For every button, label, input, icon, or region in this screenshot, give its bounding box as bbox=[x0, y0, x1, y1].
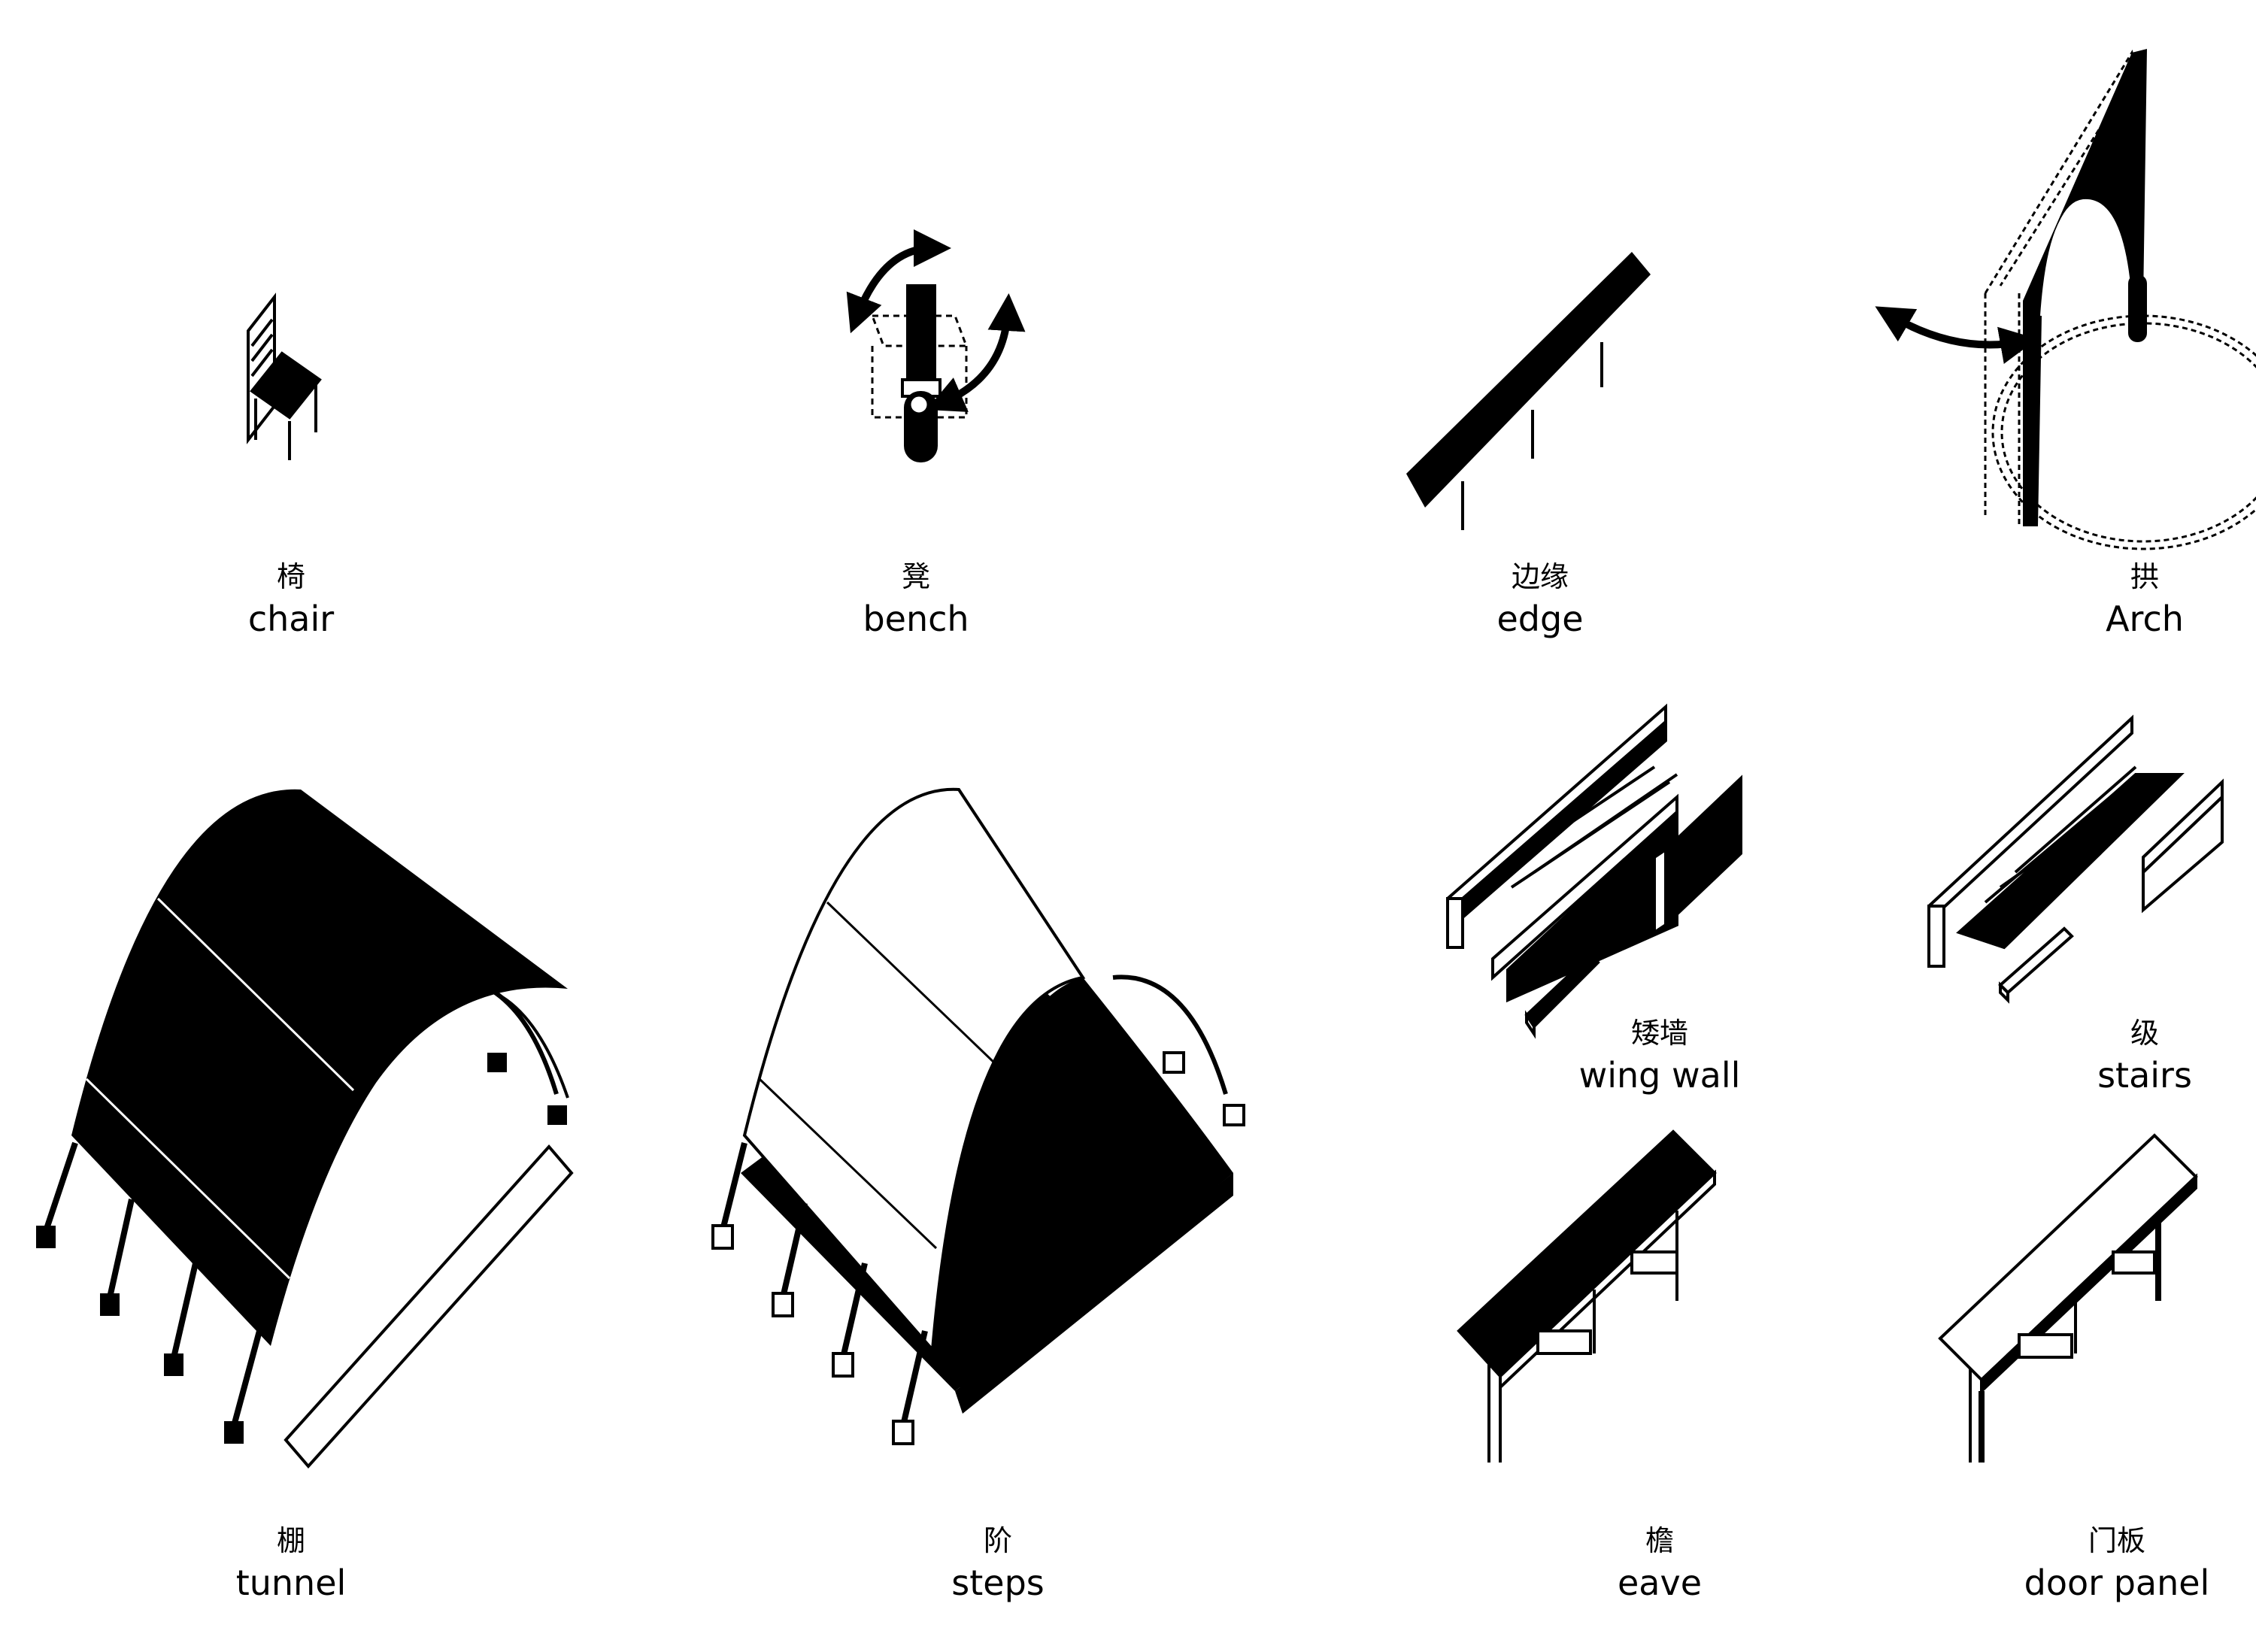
label-wing-wall-zh: 矮墙 bbox=[1630, 1017, 1688, 1050]
edge-drawing bbox=[1406, 252, 1651, 530]
label-wing-wall-en: wing wall bbox=[1578, 1055, 1741, 1096]
label-eave-en: eave bbox=[1617, 1563, 1702, 1603]
label-stairs: 级 stairs bbox=[1919, 1019, 2256, 1093]
arch-drawing bbox=[1875, 49, 2256, 550]
label-eave-zh: 檐 bbox=[1645, 1524, 1674, 1557]
label-chair-en: chair bbox=[247, 599, 335, 639]
label-steps: 阶 steps bbox=[772, 1526, 1224, 1600]
label-chair: 椅 chair bbox=[65, 562, 517, 636]
label-edge: 边缘 edge bbox=[1314, 562, 1766, 636]
wing-wall-drawing bbox=[1446, 703, 1742, 1039]
steps-drawing bbox=[711, 787, 1245, 1445]
label-steps-en: steps bbox=[951, 1563, 1045, 1603]
label-chair-zh: 椅 bbox=[276, 560, 305, 593]
label-bench-en: bench bbox=[863, 599, 969, 639]
door-panel-drawing bbox=[1938, 1133, 2198, 1463]
label-eave: 檐 eave bbox=[1434, 1526, 1885, 1600]
label-arch: 拱 Arch bbox=[1919, 562, 2256, 636]
stairs-drawing bbox=[1927, 714, 2224, 1004]
label-tunnel-en: tunnel bbox=[235, 1563, 347, 1603]
chair-drawing bbox=[247, 293, 322, 460]
label-arch-en: Arch bbox=[2106, 599, 2184, 639]
label-door-panel-en: door panel bbox=[2024, 1563, 2210, 1603]
label-bench-zh: 凳 bbox=[901, 560, 930, 593]
label-edge-zh: 边缘 bbox=[1511, 560, 1569, 593]
tunnel-drawing bbox=[36, 789, 574, 1469]
label-bench: 凳 bench bbox=[690, 562, 1142, 636]
label-wing-wall: 矮墙 wing wall bbox=[1434, 1019, 1885, 1093]
eave-drawing bbox=[1457, 1129, 1717, 1463]
label-door-panel: 门板 door panel bbox=[1891, 1526, 2256, 1600]
label-steps-zh: 阶 bbox=[983, 1524, 1012, 1557]
label-door-panel-zh: 门板 bbox=[2088, 1524, 2145, 1557]
label-stairs-en: stairs bbox=[2097, 1055, 2192, 1096]
label-stairs-zh: 级 bbox=[2130, 1017, 2159, 1050]
label-tunnel: 棚 tunnel bbox=[65, 1526, 517, 1600]
bench-drawing bbox=[846, 229, 1026, 462]
label-arch-zh: 拱 bbox=[2130, 560, 2159, 593]
label-tunnel-zh: 棚 bbox=[276, 1524, 305, 1557]
label-edge-en: edge bbox=[1496, 599, 1584, 639]
